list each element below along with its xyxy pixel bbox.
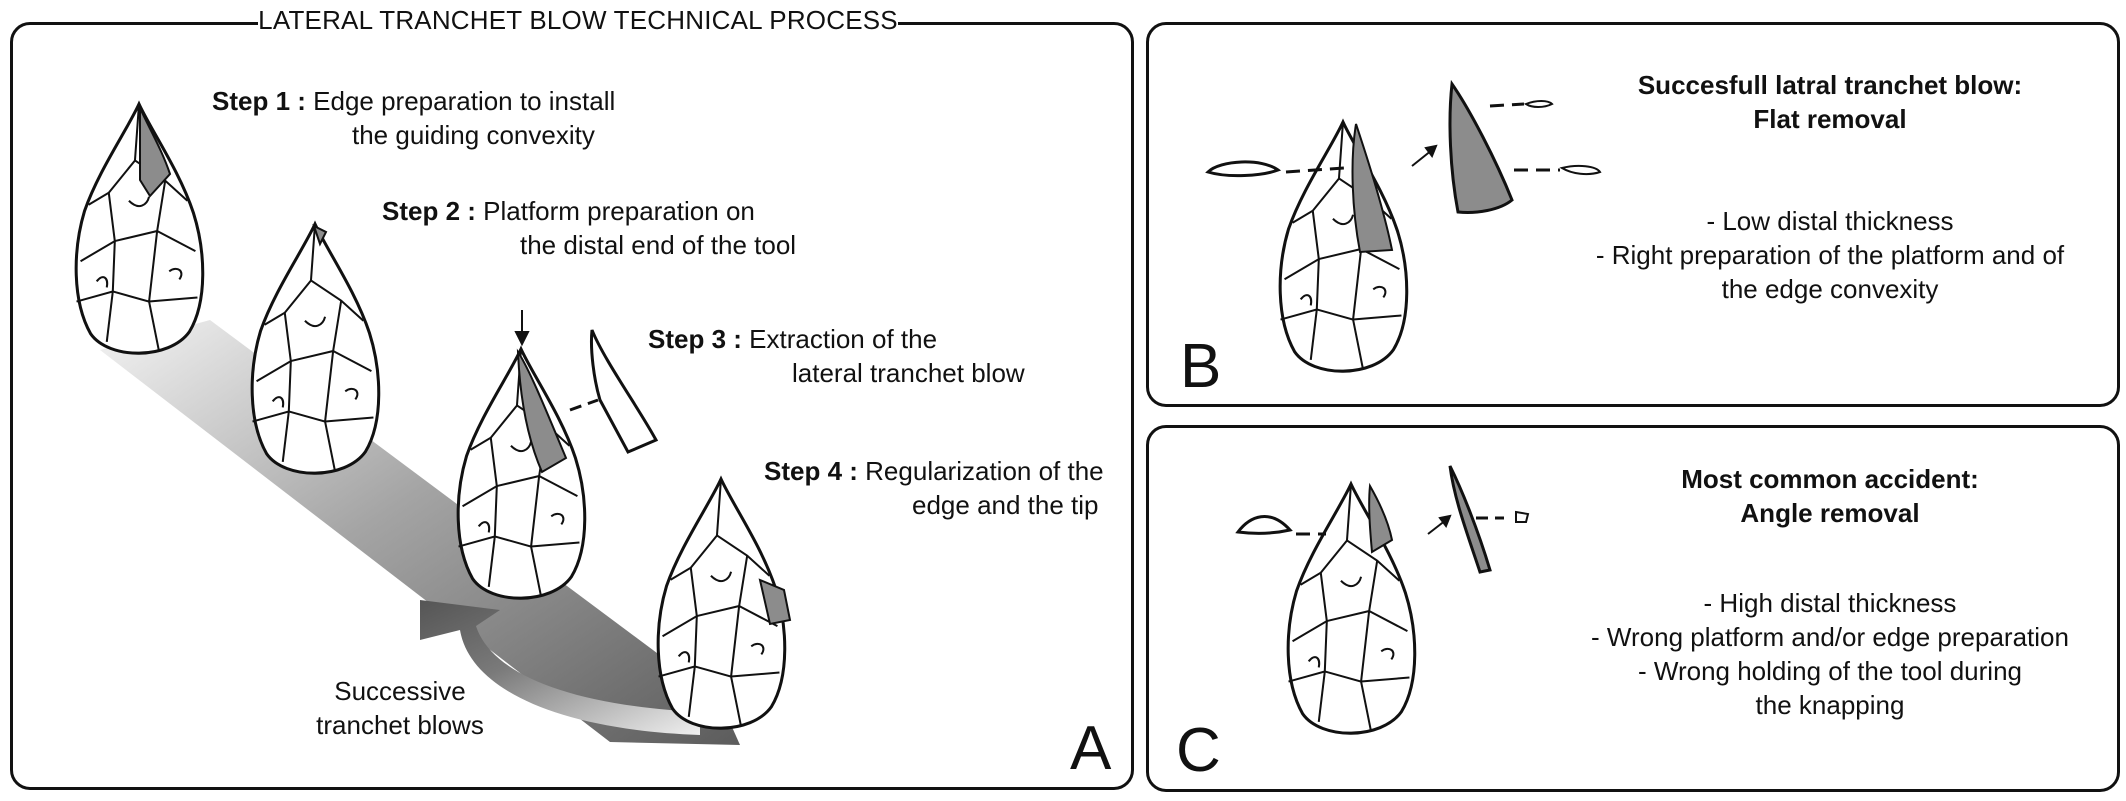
panel-c-letter: C xyxy=(1176,716,1221,785)
step-4-line1: Regularization of the xyxy=(865,456,1104,486)
panel-c-bullet-2: - Wrong platform and/or edge preparation xyxy=(1591,622,2069,652)
tranchet-flake-drawing xyxy=(590,329,659,454)
panel-b-bullet-2: - Right preparation of the platform and … xyxy=(1595,240,2065,270)
panel-b-bullet-1: - Low distal thickness xyxy=(1706,206,1954,236)
striking-arrow-icon xyxy=(514,310,530,347)
panel-c-heading-1: Most common accident: xyxy=(1681,464,1979,494)
step-3-line1: Extraction of the xyxy=(749,324,938,354)
panel-c-bullet-1: - High distal thickness xyxy=(1703,588,1957,618)
step-3-line2: lateral tranchet blow xyxy=(792,358,1025,388)
step-4-text: Step 4 : Regularization of the xyxy=(764,454,1104,488)
panel-c-bullet-3: - Wrong holding of the tool during xyxy=(1638,656,2022,686)
step1-prepared-edge xyxy=(139,107,172,198)
step-2-label: Step 2 : xyxy=(382,196,476,226)
panel-b-letter: B xyxy=(1180,332,1222,401)
step4-regularized-edge xyxy=(758,578,792,626)
step-1-line2: the guiding convexity xyxy=(352,120,595,150)
panel-b-bullet-3: the edge convexity xyxy=(1721,274,1939,304)
step-1-line1: Edge preparation to install xyxy=(313,86,616,116)
panel-b-heading-2: Flat removal xyxy=(1753,104,1907,134)
panel-a-title: LATERAL TRANCHET BLOW TECHNICAL PROCESS xyxy=(258,2,898,38)
step-2-line2: the distal end of the tool xyxy=(520,230,797,260)
panel-c-heading-2: Angle removal xyxy=(1740,498,1920,528)
successive-label-line2: tranchet blows xyxy=(316,710,484,740)
step-4-line2: edge and the tip xyxy=(912,490,1099,520)
step-2-line1: Platform preparation on xyxy=(483,196,755,226)
step2-platform xyxy=(312,224,328,247)
step-3-text: Step 3 : Extraction of the xyxy=(648,322,937,356)
step-2-text: Step 2 : Platform preparation on xyxy=(382,194,755,228)
successive-label-line1: Successive xyxy=(334,676,466,706)
step-4-label: Step 4 : xyxy=(764,456,858,486)
step-3-label: Step 3 : xyxy=(648,324,742,354)
step-1-text: Step 1 : Edge preparation to install xyxy=(212,84,615,118)
panel-c-bullet-4: the knapping xyxy=(1755,690,1905,720)
panel-a-letter: A xyxy=(1070,714,1112,783)
successive-blows-arrow xyxy=(420,600,700,735)
panel-b-heading-1: Succesfull latral tranchet blow: xyxy=(1637,70,2023,100)
step3-removal-scar xyxy=(516,348,568,474)
step-1-label: Step 1 : xyxy=(212,86,306,116)
